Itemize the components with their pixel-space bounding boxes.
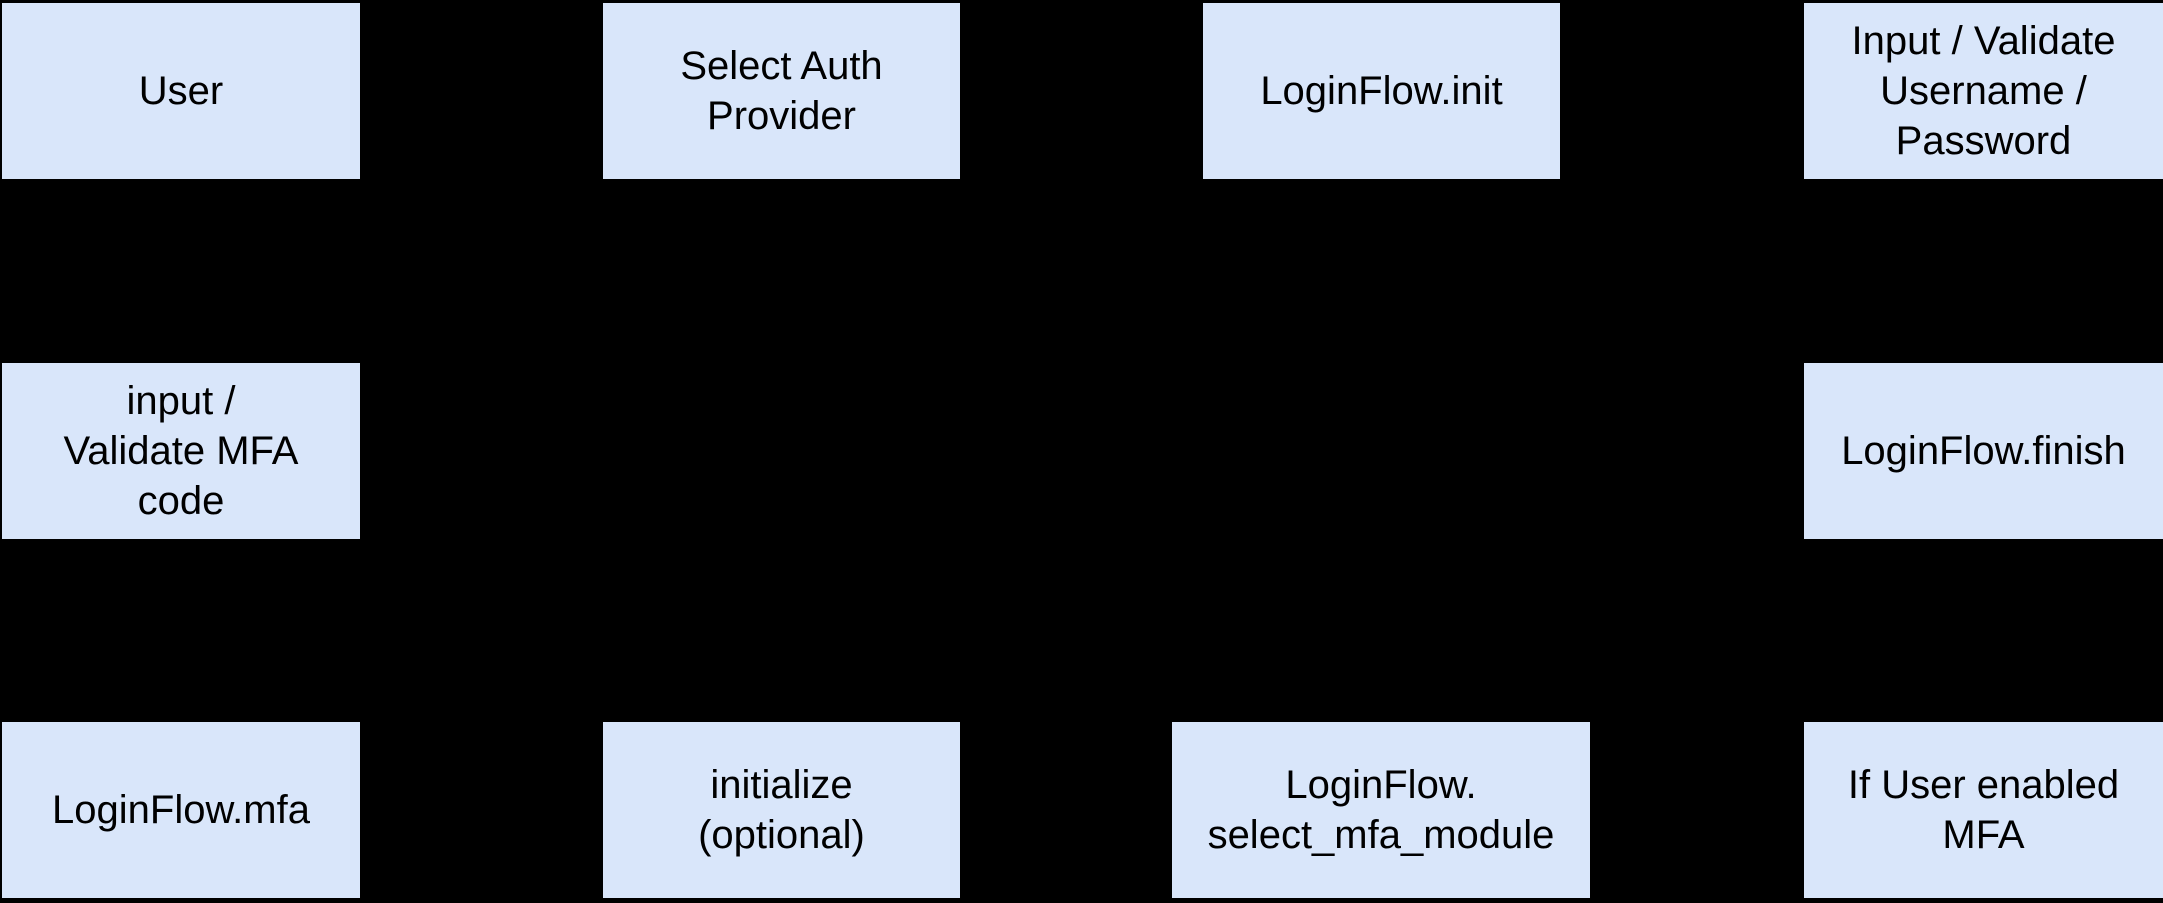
node-loginflow-init: LoginFlow.init [1203, 3, 1560, 179]
node-select-auth-provider-label: Select Auth Provider [680, 44, 883, 138]
node-loginflow-init-label: LoginFlow.init [1260, 69, 1503, 113]
node-loginflow-mfa: LoginFlow.mfa [2, 722, 360, 898]
node-user-label: User [138, 69, 224, 113]
node-input-validate-mfa-code: input / Validate MFA code [2, 363, 360, 539]
node-loginflow-mfa-label: LoginFlow.mfa [52, 788, 310, 832]
node-select-auth-provider: Select Auth Provider [603, 3, 960, 179]
node-if-user-enabled-mfa: If User enabled MFA [1804, 722, 2163, 898]
node-user: User [2, 3, 360, 179]
node-loginflow-finish-label: LoginFlow.finish [1841, 429, 2126, 473]
node-if-user-enabled-mfa-label: If User enabled MFA [1847, 763, 2120, 857]
node-input-validate-username-password: Input / Validate Username / Password [1804, 3, 2163, 179]
node-loginflow-finish: LoginFlow.finish [1804, 363, 2163, 539]
node-loginflow-select-mfa-module-label: LoginFlow. select_mfa_module [1207, 763, 1555, 857]
node-input-validate-username-password-label: Input / Validate Username / Password [1851, 19, 2116, 163]
node-initialize-optional: initialize (optional) [603, 722, 960, 898]
node-initialize-optional-label: initialize (optional) [698, 763, 865, 857]
node-loginflow-select-mfa-module: LoginFlow. select_mfa_module [1172, 722, 1590, 898]
node-input-validate-mfa-code-label: input / Validate MFA code [63, 379, 299, 523]
